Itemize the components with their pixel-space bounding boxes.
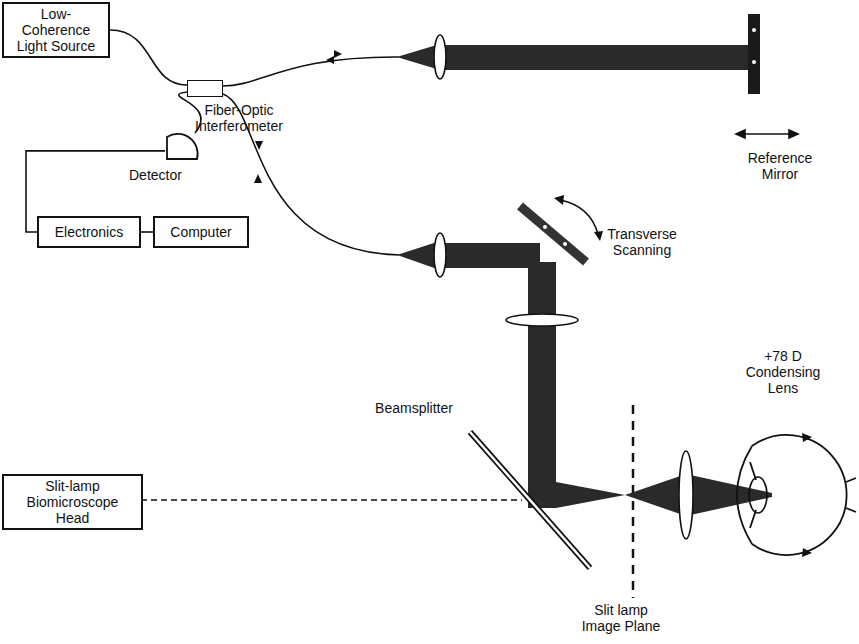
lens	[506, 314, 578, 326]
part-label: Slit lamp Image Plane	[578, 602, 664, 634]
interferometer-coupler: Fiber-Optic Interferometer	[187, 80, 223, 97]
node-label: Low-Coherence Light Source	[8, 6, 104, 54]
fiber-arrow	[254, 174, 262, 183]
eye-lens	[749, 477, 767, 513]
optical-fiber	[110, 30, 187, 85]
beamsplitter-plate	[470, 432, 590, 568]
coupler-body	[187, 80, 223, 97]
light-beam	[686, 474, 772, 516]
eye-arrow	[802, 548, 812, 557]
node-label: Slit-lamp Biomicroscope Head	[8, 478, 137, 526]
scanning-mirror	[520, 206, 586, 262]
part-label: Reference Mirror	[740, 150, 820, 182]
scan-arrow-head	[594, 231, 603, 241]
scan-arrow-head	[554, 195, 564, 205]
slit-lamp-box: Slit-lamp Biomicroscope Head	[2, 474, 143, 530]
eye-arrow	[802, 433, 812, 442]
motion-arrow	[736, 130, 798, 138]
node-label: Electronics	[55, 224, 123, 240]
light-beam	[528, 262, 625, 508]
part-label: Beamsplitter	[364, 400, 464, 416]
detector-symbol: Detector	[165, 125, 199, 161]
lens	[434, 233, 446, 277]
reference-mirror	[748, 14, 760, 94]
viewing-axis	[141, 499, 522, 500]
beamsplitter-plate	[470, 432, 590, 568]
light-beam	[440, 243, 540, 268]
mirror-dot	[752, 28, 756, 32]
lens	[434, 35, 446, 79]
light-beam	[440, 45, 748, 70]
mirror-dot	[543, 225, 547, 229]
optical-fiber	[223, 57, 400, 86]
light-source-box: Low-Coherence Light Source	[2, 2, 110, 58]
detector-shape	[165, 125, 199, 161]
fiber-arrow	[255, 141, 263, 150]
electronics-box: Electronics	[37, 216, 141, 248]
scan-arrow	[560, 200, 598, 234]
node-label: Fiber-Optic Interferometer	[183, 102, 295, 134]
fiber-arrow	[326, 56, 334, 64]
signal-wire	[141, 231, 153, 233]
fiber-arrow	[334, 50, 342, 58]
node-label: Computer	[170, 224, 231, 240]
condensing-lens	[679, 451, 693, 539]
part-label: Transverse Scanning	[598, 226, 686, 258]
eye	[737, 435, 856, 555]
mirror-dot	[752, 60, 756, 64]
mirror-dot	[563, 242, 567, 246]
computer-box: Computer	[153, 216, 249, 248]
image-plane	[632, 405, 635, 598]
node-label: Detector	[129, 167, 182, 183]
light-beam	[625, 474, 686, 516]
part-label: +78 D Condensing Lens	[742, 348, 824, 396]
